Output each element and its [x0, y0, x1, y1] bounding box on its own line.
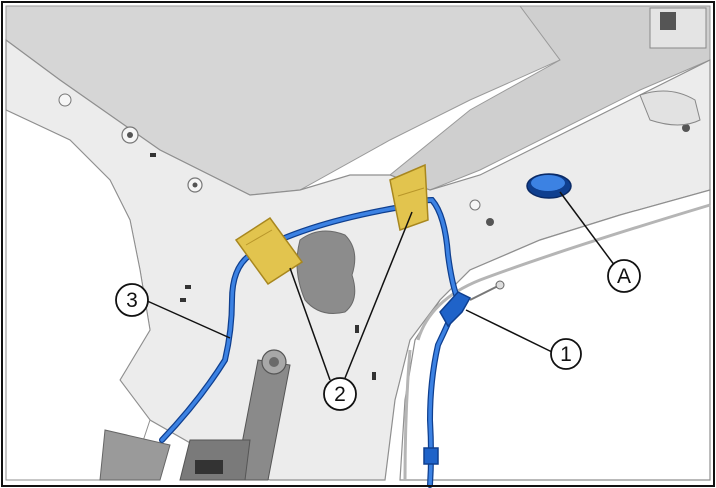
roof-bracket	[649, 7, 707, 49]
tape-pieces	[234, 163, 429, 286]
window-opening-left	[5, 109, 151, 481]
callout-1-label: 1	[560, 343, 572, 366]
roof-rail	[389, 5, 711, 191]
leader-lines	[144, 191, 616, 381]
callout-3-label: 3	[126, 289, 138, 312]
grommet-a-highlight	[531, 175, 565, 191]
callout-2-label: 2	[334, 383, 346, 406]
leader-2b	[344, 211, 413, 379]
connector-lead	[469, 285, 499, 301]
callout-a-label: A	[617, 265, 631, 288]
leader-a	[559, 191, 616, 267]
pillar-cavity	[296, 230, 356, 314]
callout-a: A	[607, 259, 641, 293]
harness-clip-lower	[423, 447, 439, 465]
leader-2a	[289, 267, 331, 381]
body-holes	[58, 93, 690, 380]
leader-1	[465, 309, 553, 353]
callout-2: 2	[323, 377, 357, 411]
seat-belt-buckle	[195, 460, 223, 474]
callout-3: 3	[115, 283, 149, 317]
harness-clip-1	[439, 291, 472, 328]
connector-clip	[495, 280, 505, 290]
door-seal-lower	[403, 349, 412, 481]
pillar-bracket	[639, 90, 701, 126]
leader-3	[144, 299, 231, 339]
tape-right	[389, 163, 429, 231]
seat-belt	[99, 349, 291, 481]
callout-1: 1	[550, 338, 582, 370]
roof-bracket-detail	[660, 12, 676, 30]
tape-left	[234, 216, 304, 286]
door-seal	[416, 203, 711, 341]
